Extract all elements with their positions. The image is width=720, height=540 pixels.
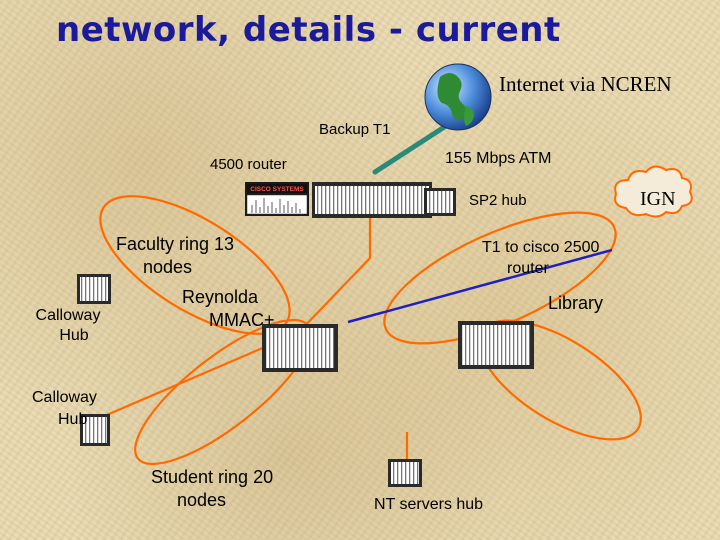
nt-servers-hub-device bbox=[388, 459, 422, 487]
faculty-ring-label-line2: nodes bbox=[143, 257, 193, 277]
t1-cisco-label-line2: router bbox=[507, 260, 549, 277]
library-label: Library bbox=[548, 293, 604, 313]
student-ring-label-line2: nodes bbox=[177, 490, 227, 510]
page-title: network, details - current bbox=[56, 10, 561, 50]
atm-label: 155 Mbps ATM bbox=[445, 150, 552, 167]
rings bbox=[99, 195, 642, 466]
router-4500-label: 4500 router bbox=[210, 156, 287, 173]
calloway-hub-1-device bbox=[77, 274, 111, 304]
faculty-ring-label-line1: Faculty ring 13 bbox=[116, 234, 235, 254]
faculty-ring bbox=[99, 195, 291, 335]
calloway-hub-2-label-line2: Hub bbox=[58, 411, 88, 428]
t1-cisco-label-line1: T1 to cisco 2500 bbox=[482, 239, 600, 256]
ign-cloud-icon bbox=[614, 165, 693, 218]
internet-label: Internet via NCREN bbox=[499, 72, 672, 96]
reynolda-label-line1: Reynolda bbox=[182, 287, 259, 307]
calloway-hub-2-label-line1: Calloway bbox=[32, 389, 97, 406]
reynolda-mmac-device bbox=[262, 324, 338, 372]
calloway-hub-1-label-line1: Calloway bbox=[35, 307, 101, 324]
atm-link bbox=[372, 119, 455, 175]
calloway-hub-1-label-line2: Hub bbox=[59, 327, 89, 344]
cisco-router: CISCO SYSTEMS bbox=[245, 182, 432, 218]
t1-link bbox=[347, 248, 613, 324]
ign-label: IGN bbox=[640, 188, 676, 210]
globe-icon bbox=[424, 63, 492, 131]
router-to-hub-link bbox=[299, 218, 372, 332]
library-hub-device bbox=[458, 321, 534, 369]
calloway-hub-2-device bbox=[80, 414, 110, 446]
calloway-to-hub-link bbox=[94, 345, 266, 422]
sp2-hub-device bbox=[424, 188, 456, 216]
reynolda-label-line2: MMAC+ bbox=[209, 310, 275, 330]
sp2-hub-label: SP2 hub bbox=[469, 192, 527, 209]
student-ring-label-line1: Student ring 20 bbox=[151, 467, 274, 487]
upper-right-ring bbox=[383, 211, 617, 345]
backup-t1-label: Backup T1 bbox=[319, 121, 391, 138]
cisco-logo-text: CISCO SYSTEMS bbox=[250, 186, 304, 193]
nt-servers-hub-label: NT servers hub bbox=[374, 496, 484, 513]
